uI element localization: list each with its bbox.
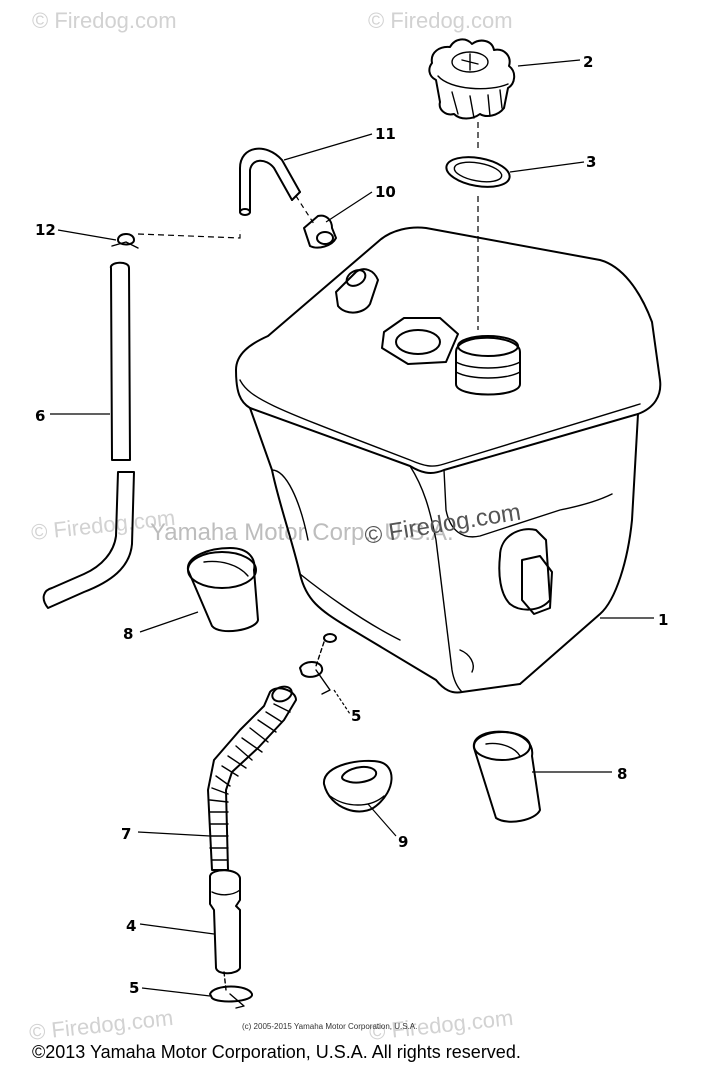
watermark-top-right: © Firedog.com [368,8,513,33]
callout-label-8-right: 8 [617,765,627,783]
callout-label-6: 6 [35,407,45,425]
assembly-line-vent [295,195,315,225]
callout-leaders [50,59,654,997]
copyright-footer: ©2013 Yamaha Motor Corporation, U.S.A. A… [32,1042,521,1062]
hose-clip-upper [299,641,331,695]
grommet [322,759,393,813]
callout-label-2: 2 [583,53,593,71]
callout-label-12: 12 [35,221,56,239]
tank-cushion-right [472,730,541,823]
callout-label-9: 9 [398,833,408,851]
breather-hose [42,261,135,609]
watermark-top-left: © Firedog.com [32,8,177,33]
fuel-pipe [209,869,241,991]
callout-label-5-lower: 5 [129,979,139,997]
fuel-cap [428,38,516,120]
callout-label-7: 7 [121,825,131,843]
hose-clip-lower [209,985,253,1009]
o-ring [445,156,511,188]
watermark-yamaha: Yamaha Motor Corp., U.S.A. [150,519,454,546]
assembly-line-breather [137,230,241,239]
callout-label-10: 10 [375,183,396,201]
callout-labels: 1 2 3 4 5 5 6 7 8 8 9 10 11 12 [35,53,668,997]
callout-label-5-upper: 5 [351,707,361,725]
callout-label-1: 1 [658,611,668,629]
corrugated-hose [207,685,297,871]
tank-cushion-left [186,547,259,633]
breather-clip [111,233,139,249]
callout-label-3: 3 [586,153,596,171]
callout-label-4: 4 [126,917,136,935]
callout-label-8-left: 8 [123,625,133,643]
vent-hose [239,147,301,216]
fuel-tank [235,226,662,694]
watermark-bottom-left: © Firedog.com [28,1005,174,1045]
copyright-small: (c) 2005-2015 Yamaha Motor Corporation, … [242,1022,417,1031]
vent-grommet [303,214,337,249]
callout-label-11: 11 [375,125,396,143]
